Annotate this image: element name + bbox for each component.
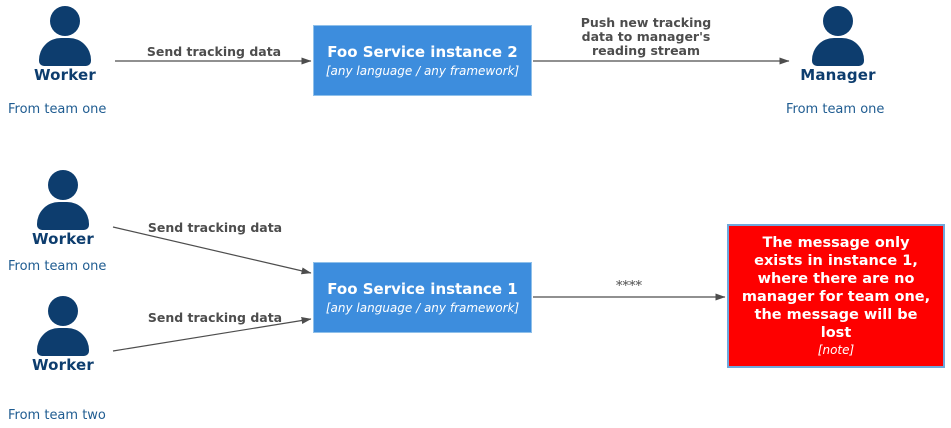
actor-caption-worker-team-two: From team two <box>8 408 106 423</box>
actor-body-icon <box>39 38 91 66</box>
actor-label: Worker <box>31 230 95 248</box>
manager-icon <box>807 6 869 66</box>
worker-icon <box>34 6 96 66</box>
service-box-foo-service-instance-2[interactable]: Foo Service instance 2 [any language / a… <box>313 25 532 96</box>
service-subtitle: [any language / any framework] <box>325 300 520 315</box>
actor-caption-worker-team-one-top: From team one <box>8 102 107 117</box>
service-box-foo-service-instance-1[interactable]: Foo Service instance 1 [any language / a… <box>313 262 532 333</box>
actor-body-icon <box>812 38 864 66</box>
actor-head-icon <box>50 6 80 36</box>
actor-worker-team-one-top[interactable]: Worker <box>5 6 125 83</box>
service-title: Foo Service instance 2 <box>327 42 518 61</box>
actor-label: Worker <box>31 356 95 374</box>
note-text: The message only exists in instance 1, w… <box>741 235 931 341</box>
actor-worker-team-one-middle[interactable]: Worker <box>3 170 123 247</box>
edge-label-push-new-tracking-data: Push new tracking data to manager's read… <box>580 15 712 58</box>
edge-label-asterisks: **** <box>616 279 642 294</box>
worker-icon <box>32 170 94 230</box>
edge-label-send-tracking-data-3: Send tracking data <box>147 310 283 325</box>
worker-icon <box>32 296 94 356</box>
edge-label-send-tracking-data-2: Send tracking data <box>147 220 283 235</box>
actor-caption-manager: From team one <box>786 102 885 117</box>
actor-manager[interactable]: Manager <box>778 6 898 83</box>
service-subtitle: [any language / any framework] <box>325 63 520 78</box>
actor-head-icon <box>48 296 78 326</box>
note-box-message-lost[interactable]: The message only exists in instance 1, w… <box>727 224 945 368</box>
actor-worker-team-two[interactable]: Worker <box>3 296 123 373</box>
actor-label: Worker <box>33 66 97 84</box>
service-title: Foo Service instance 1 <box>327 279 518 298</box>
edge-label-send-tracking-data-1: Send tracking data <box>146 44 282 59</box>
actor-label: Manager <box>800 66 876 84</box>
actor-caption-worker-team-one-middle: From team one <box>8 259 107 274</box>
actor-body-icon <box>37 202 89 230</box>
actor-head-icon <box>823 6 853 36</box>
actor-body-icon <box>37 328 89 356</box>
note-subtitle: [note] <box>817 343 855 357</box>
actor-head-icon <box>48 170 78 200</box>
